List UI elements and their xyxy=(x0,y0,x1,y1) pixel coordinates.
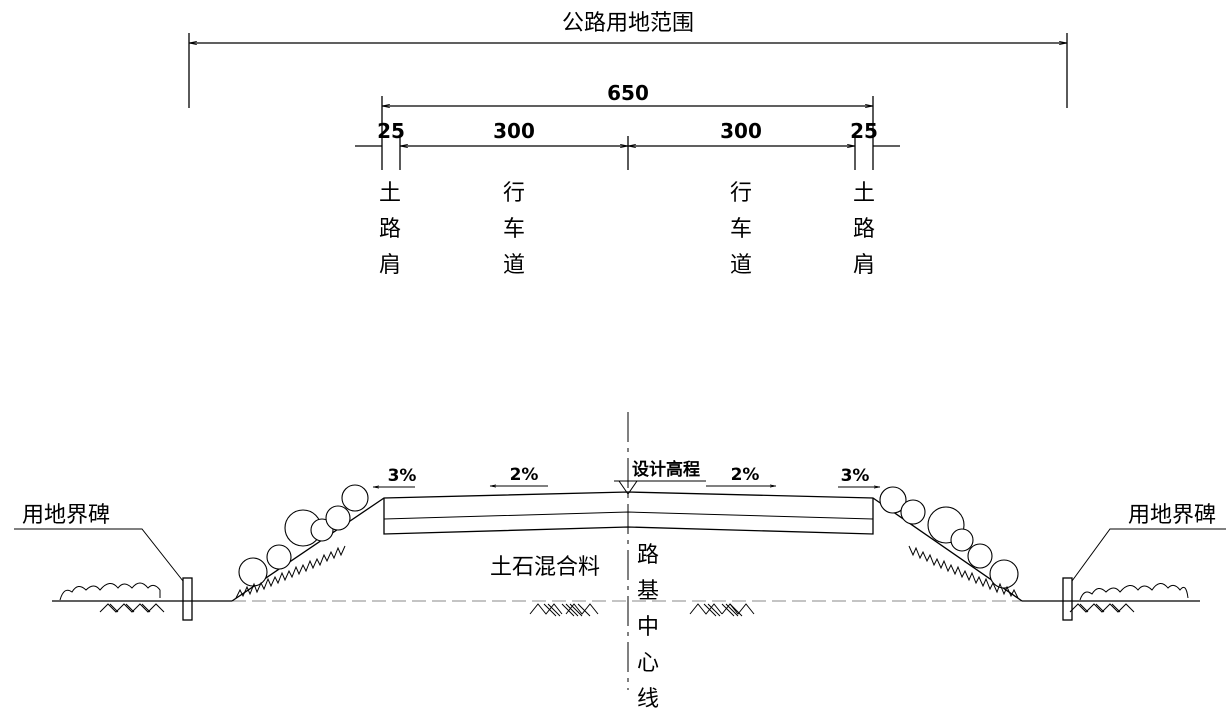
design-elevation-label: 设计高程 xyxy=(632,459,700,480)
sub-dimension-line: 25 300 300 25 xyxy=(355,119,900,170)
boundary-marker-left: 用地界碑 xyxy=(14,503,193,621)
zone-char: 车 xyxy=(730,217,752,242)
centerline-label: 路 基 中 心 线 xyxy=(637,543,659,712)
zone-char: 肩 xyxy=(379,253,401,278)
zone-char: 道 xyxy=(730,253,752,278)
centerline-char: 线 xyxy=(637,687,659,712)
total-width-dimension: 650 xyxy=(381,81,874,170)
zone-char: 土 xyxy=(853,181,875,206)
slope-vegetation-left xyxy=(235,484,369,599)
zone-char: 肩 xyxy=(853,253,875,278)
zone-char: 道 xyxy=(503,253,525,278)
slope-left-outer: 3% xyxy=(388,466,417,486)
slope-vegetation-right xyxy=(879,486,1019,599)
zone-char: 行 xyxy=(503,181,525,206)
zone-right-lane: 行 车 道 xyxy=(730,181,752,278)
zone-char: 路 xyxy=(379,217,401,242)
fill-material-label: 土石混合料 xyxy=(490,555,600,580)
centerline-char: 基 xyxy=(637,579,659,604)
zone-right-shoulder: 土 路 肩 xyxy=(853,181,875,278)
centerline-char: 路 xyxy=(637,543,659,568)
centerline-char: 心 xyxy=(637,651,659,676)
zone-left-lane: 行 车 道 xyxy=(503,181,525,278)
slope-right-outer: 3% xyxy=(841,466,870,486)
zone-left-shoulder: 土 路 肩 xyxy=(379,181,401,278)
boundary-left-label: 用地界碑 xyxy=(22,503,110,528)
centerline-char: 中 xyxy=(637,615,659,640)
design-elevation-marker: 设计高程 xyxy=(614,459,706,495)
slope-arrows: 3% 2% 2% 3% xyxy=(372,465,881,489)
slope-right-inner: 2% xyxy=(731,465,760,485)
boundary-marker-right: 用地界碑 xyxy=(1062,503,1226,621)
slope-left-inner: 2% xyxy=(510,465,539,485)
ground-hatch-symbols xyxy=(99,603,1135,617)
zone-char: 路 xyxy=(853,217,875,242)
zone-char: 车 xyxy=(503,217,525,242)
left-lane-width: 300 xyxy=(493,119,535,143)
zone-char: 土 xyxy=(379,181,401,206)
right-shoulder-width: 25 xyxy=(850,119,878,143)
zone-char: 行 xyxy=(730,181,752,206)
ground-shrubs xyxy=(59,582,1189,601)
left-shoulder-width: 25 xyxy=(377,119,405,143)
total-width-label: 650 xyxy=(607,81,649,105)
land-range-dimension: 公路用地范围 xyxy=(188,11,1068,108)
land-range-label: 公路用地范围 xyxy=(562,11,694,36)
boundary-right-label: 用地界碑 xyxy=(1128,503,1216,528)
right-lane-width: 300 xyxy=(720,119,762,143)
